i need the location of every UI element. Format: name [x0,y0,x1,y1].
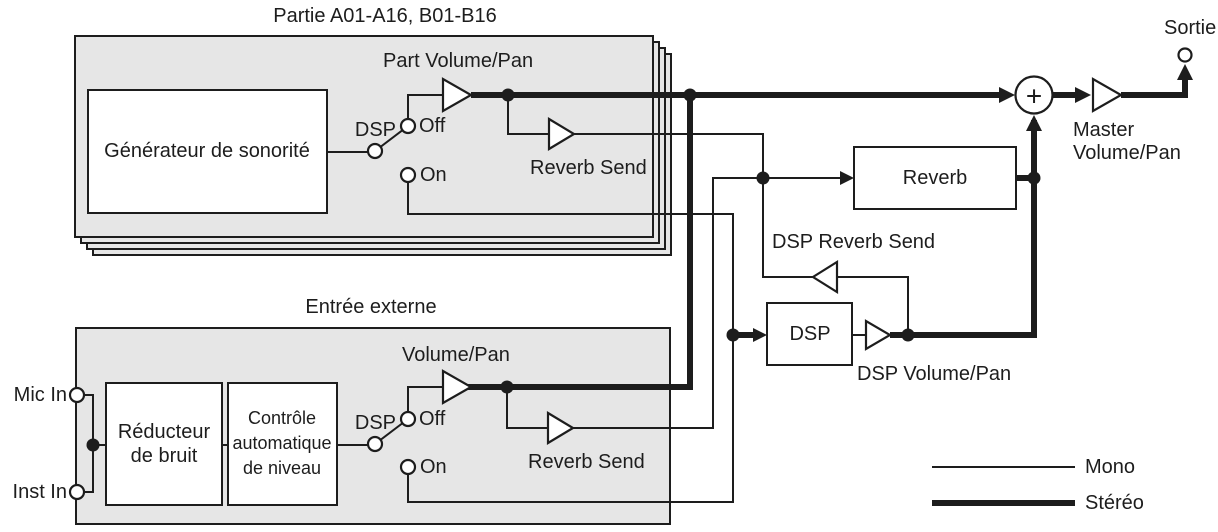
noise-reducer-box [105,382,223,506]
junction-dot [86,438,100,452]
arrowhead-icon [753,328,767,342]
signal-line [407,175,734,335]
noise-reducer-label-line1: Réducteur [118,421,211,443]
dsp-reverb-send-amp-icon [810,260,839,294]
part-reverb-send-amp-icon [547,117,577,151]
dsp-box-label: DSP [789,323,830,345]
signal-line [574,133,764,178]
auto-level-label-line3: de niveau [243,458,321,478]
master-volume-pan-amp-icon [1091,77,1124,113]
junction-dot [901,328,915,342]
dsp-volume-pan-amp-icon [864,319,893,351]
dsp-switch-off-label-top: Off [419,115,446,137]
dsp-volume-pan-label: DSP Volume/Pan [857,363,1011,385]
dsp-reverb-send-label: DSP Reverb Send [772,231,935,253]
arrowhead-icon [1075,87,1091,103]
junction-dot [726,328,740,342]
signal-line [837,276,909,335]
part-section-title: Partie A01-A16, B01-B16 [273,5,496,27]
tone-generator-label: Générateur de sonorité [104,140,310,162]
signal-line [762,178,813,278]
input-reverb-send-amp-icon [546,411,576,445]
dsp-switch-label-top: DSP [355,119,396,141]
output-jack [1177,47,1193,63]
dsp-switch-common-node-top [366,142,384,160]
signal-line [407,94,443,126]
legend-mono-label: Mono [1085,456,1135,478]
sum-symbol: + [1026,81,1042,112]
input-volume-pan-amp-icon [441,369,474,405]
output-line [1121,70,1188,98]
part-volume-pan-label: Part Volume/Pan [383,50,533,72]
signal-line [506,387,548,429]
junction-dot [500,380,514,394]
master-volume-pan-label-line2: Volume/Pan [1073,142,1181,164]
arrowheads [753,64,1193,342]
reverb-box-label: Reverb [903,167,967,189]
dsp-switch-common-node-bottom [366,435,384,453]
dsp-output-line [890,120,1037,338]
signal-line [507,95,549,135]
dsp-switch-off-node-bottom [399,410,417,428]
auto-level-label-line1: Contrôle [248,408,316,428]
sum-node [1014,75,1054,115]
noise-reducer-label-line2: de bruit [131,445,198,467]
arrowhead-icon [1026,115,1042,131]
dsp-switch-off-node-top [399,117,417,135]
signal-line [407,335,734,503]
dsp-box [766,302,853,366]
dsp-switch-label-bottom: DSP [355,412,396,434]
mic-in-jack [68,386,86,404]
inst-in-jack [68,483,86,501]
signal-line [573,177,763,429]
master-volume-pan-label-line1: Master [1073,119,1134,141]
legend-stereo-label: Stéréo [1085,492,1144,514]
part-volume-pan-amp-icon [441,77,474,113]
auto-level-box [227,382,338,506]
junction-dot [683,88,697,102]
dsp-switch-on-label-top: On [420,164,447,186]
auto-level-label-line2: automatique [232,433,331,453]
signal-line [407,386,443,419]
mic-in-label: Mic In [14,384,67,406]
dsp-switch-on-label-bottom: On [420,456,447,478]
junction-dot [756,171,770,185]
input-volume-pan-label: Volume/Pan [402,344,510,366]
inst-in-label: Inst In [13,481,67,503]
junction-dot [1027,171,1041,185]
junction-dots [86,88,1041,452]
dsp-switch-off-label-bottom: Off [419,408,446,430]
part-reverb-send-label: Reverb Send [530,157,647,179]
arrowhead-icon [840,171,854,185]
reverb-box [853,146,1017,210]
tone-generator-box [87,89,328,214]
junction-dot [501,88,515,102]
dsp-switch-on-node-top [399,166,417,184]
arrowhead-icon [1177,64,1193,80]
external-input-title: Entrée externe [305,296,436,318]
dsp-switch-on-node-bottom [399,458,417,476]
arrowhead-icon [999,87,1015,103]
input-reverb-send-label: Reverb Send [528,451,645,473]
stereo-signal-lines [468,70,1188,506]
output-label: Sortie [1164,17,1216,39]
external-stereo-bus [468,95,693,390]
